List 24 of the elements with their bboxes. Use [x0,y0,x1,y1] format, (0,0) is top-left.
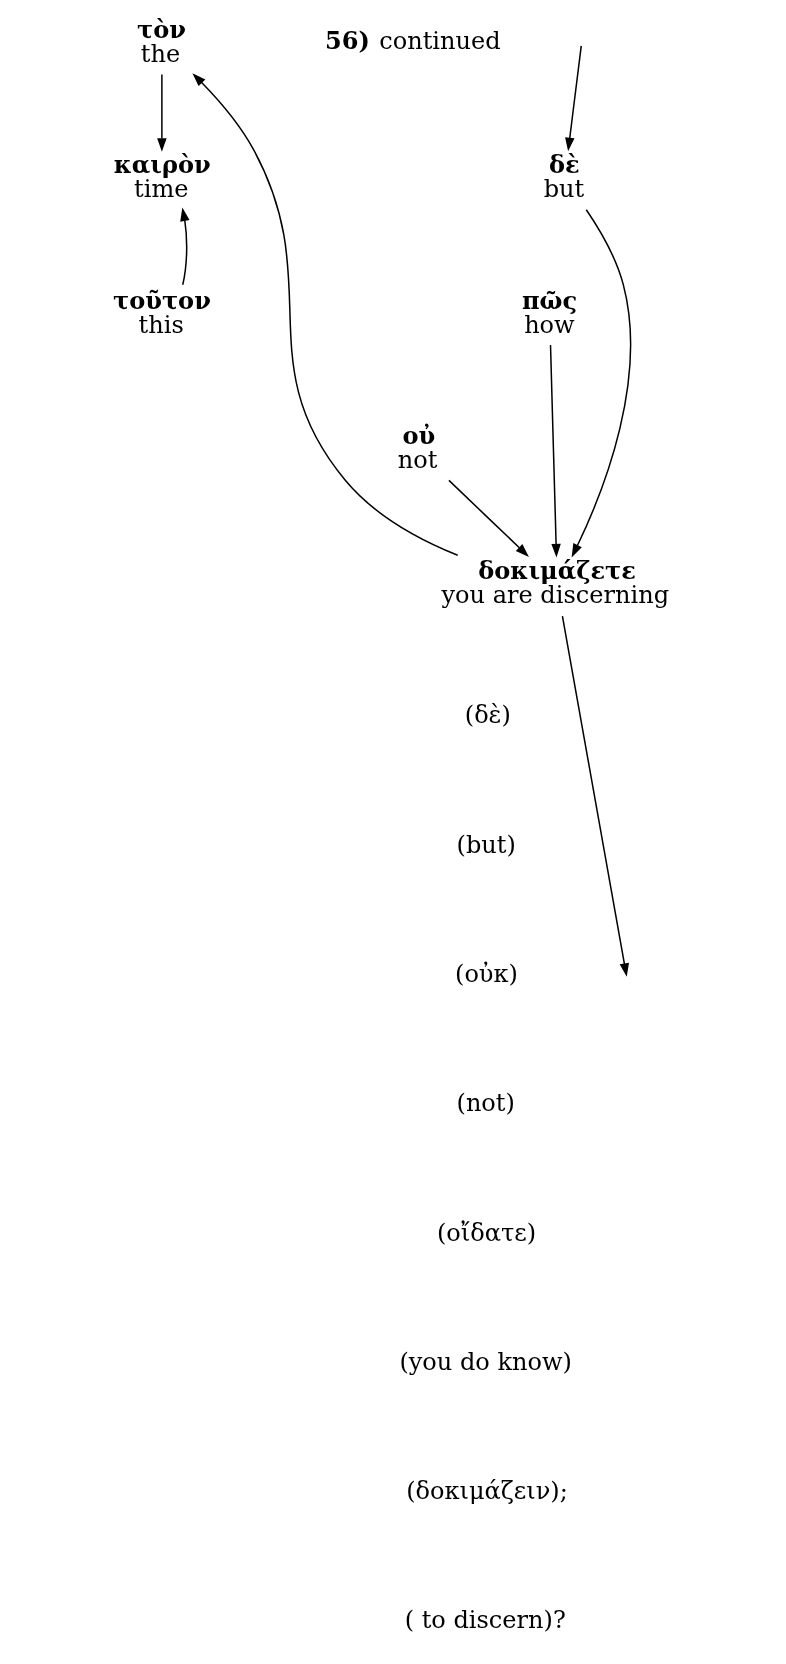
label: (δοκιμάζειν); [406,1477,568,1506]
label: (οὐκ) [455,960,518,989]
node-text: τὸν the [137,15,186,69]
arrow [571,209,632,558]
node-text: δοκιμάζετε you are discerning [441,556,670,610]
label: 56) continued [324,25,501,55]
label: (δὲ) [464,701,511,730]
node-text: πῶς how [521,285,578,339]
node-text: καιρὸν time [113,150,211,204]
node-text: τοῦτον this [113,285,211,339]
arrow [157,73,167,152]
node-text: οὐ not [397,420,438,474]
arrow [180,207,190,286]
arrow [448,479,529,557]
label: (you do know) [399,1347,572,1376]
arrow [561,615,629,977]
arrow [565,45,582,152]
label: (not) [456,1089,515,1118]
arrow [549,344,561,558]
label: (οἴδατε) [436,1218,537,1247]
arrow [192,73,459,557]
label: ( to discern)? [404,1606,566,1635]
node-text: δὲ but [543,150,585,204]
label: (but) [456,830,516,859]
